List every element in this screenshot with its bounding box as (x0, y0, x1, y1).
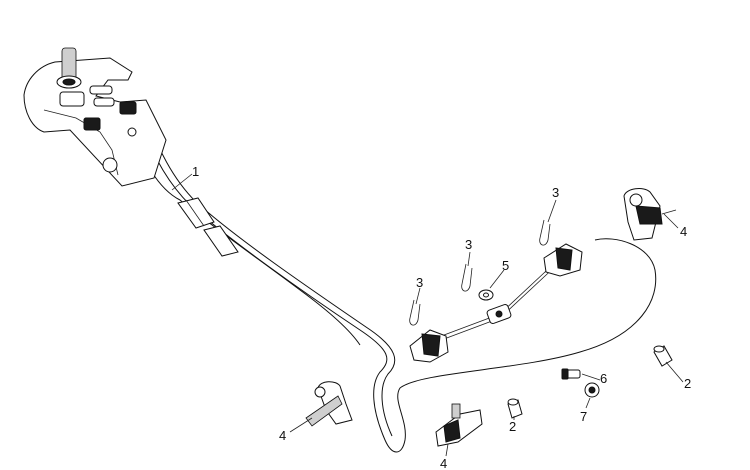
clip-3-right (539, 219, 551, 246)
callout-6: 6 (600, 371, 607, 386)
callout-3-right: 3 (552, 185, 559, 200)
clamp-top-right (623, 188, 677, 241)
clip-3-middle (461, 263, 473, 292)
callout-4-lower-left: 4 (279, 428, 286, 443)
callout-2-right: 2 (684, 376, 691, 391)
leader-lines (171, 173, 684, 457)
clamp-center-right (543, 243, 583, 277)
pin-right (653, 345, 673, 367)
callout-5: 5 (502, 258, 509, 273)
callout-4-lower-center: 4 (440, 456, 447, 470)
bolt (561, 368, 581, 380)
clamp-lower-left (305, 381, 353, 427)
control-lever-assembly (23, 47, 167, 187)
callout-1: 1 (192, 164, 199, 179)
callout-7: 7 (580, 409, 587, 424)
callout-2-center: 2 (509, 419, 516, 434)
clip-3-left (409, 299, 421, 326)
pin-center (507, 398, 523, 419)
clamp-center-left (409, 329, 449, 363)
cable-assembly (129, 115, 657, 453)
washer (478, 289, 494, 301)
clamp-lower-center (435, 403, 483, 447)
callout-3-left: 3 (416, 275, 423, 290)
callout-3-middle: 3 (465, 237, 472, 252)
nut (584, 382, 600, 398)
cable-connector (486, 304, 512, 324)
callout-4-top-right: 4 (680, 224, 687, 239)
